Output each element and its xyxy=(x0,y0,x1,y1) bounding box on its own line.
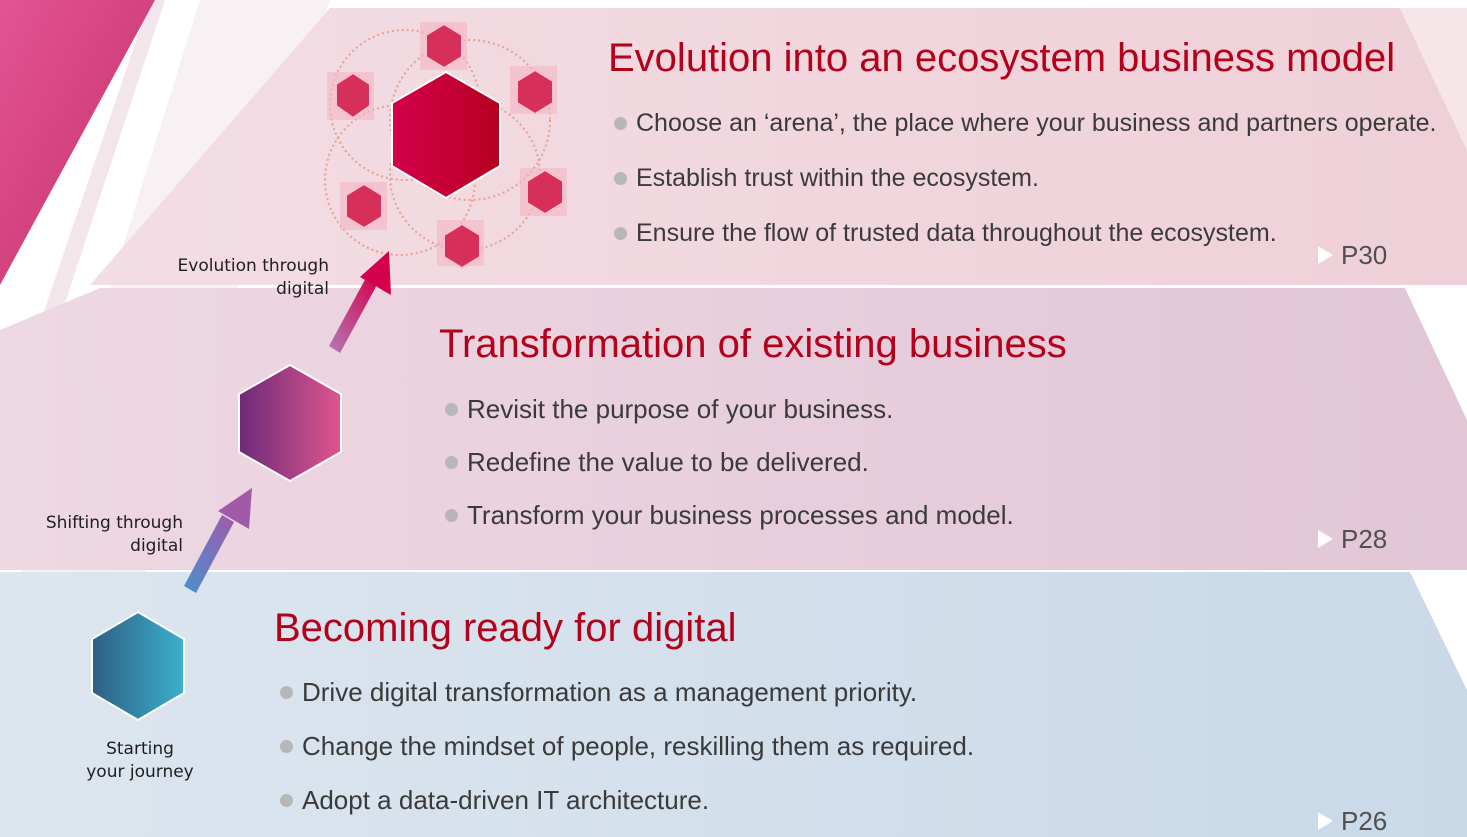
play-triangle-icon xyxy=(1318,530,1333,549)
tier-title-ready: Becoming ready for digital xyxy=(274,606,737,650)
arrow-shifting-icon xyxy=(184,488,252,593)
step-label-line: Starting xyxy=(106,739,174,759)
step-label-line: Shifting through xyxy=(45,513,183,533)
ecosystem-hexagon xyxy=(391,70,501,200)
step-label-line: your journey xyxy=(86,761,194,782)
tier-title-transformation: Transformation of existing business xyxy=(439,322,1067,366)
list-item: Choose an ‘arena’, the place where your … xyxy=(614,107,1437,139)
list-item: Establish trust within the ecosystem. xyxy=(614,162,1437,194)
ready-hexagon xyxy=(91,610,185,722)
tier-band-ready xyxy=(0,572,1467,837)
tier-bullets-ecosystem: Choose an ‘arena’, the place where your … xyxy=(614,107,1437,249)
tier-bullets-transformation: Revisit the purpose of your business. Re… xyxy=(445,392,1014,532)
page-ref-label: P26 xyxy=(1341,806,1388,836)
tier-bullets-ready: Drive digital transformation as a manage… xyxy=(280,675,974,817)
step-label-evolution: Evolution through digital xyxy=(178,255,329,301)
page-ref-label: P30 xyxy=(1341,240,1388,270)
step-label-line: Evolution through xyxy=(177,256,329,276)
play-triangle-icon xyxy=(1318,812,1333,831)
tier-title-ecosystem: Evolution into an ecosystem business mod… xyxy=(608,36,1396,80)
page-ref-p30[interactable]: P30 xyxy=(1318,240,1387,271)
list-item: Revisit the purpose of your business. xyxy=(445,392,1014,426)
page-ref-label: P28 xyxy=(1341,524,1388,554)
step-label-shifting: Shifting through digital xyxy=(46,512,183,558)
accent-stripe xyxy=(0,0,155,285)
page-ref-p28[interactable]: P28 xyxy=(1318,524,1387,555)
play-triangle-icon xyxy=(1318,246,1333,265)
page-ref-p26[interactable]: P26 xyxy=(1318,806,1387,837)
transformation-hexagon xyxy=(238,363,342,483)
tier-band-transformation xyxy=(0,288,1467,570)
step-label-starting: Starting your journey xyxy=(70,738,210,784)
partner-hexagons xyxy=(327,22,567,270)
list-item: Redefine the value to be delivered. xyxy=(445,445,1014,479)
list-item: Transform your business processes and mo… xyxy=(445,498,1014,532)
list-item: Drive digital transformation as a manage… xyxy=(280,675,974,709)
tier-band-edge xyxy=(1400,8,1467,150)
arrow-evolution-icon xyxy=(329,251,391,353)
step-label-line: digital xyxy=(130,535,183,556)
tier-band-ecosystem xyxy=(90,8,1467,285)
list-item: Ensure the flow of trusted data througho… xyxy=(614,217,1437,249)
step-label-line: digital xyxy=(276,278,329,299)
list-item: Change the mindset of people, reskilling… xyxy=(280,729,974,763)
list-item: Adopt a data-driven IT architecture. xyxy=(280,783,974,817)
